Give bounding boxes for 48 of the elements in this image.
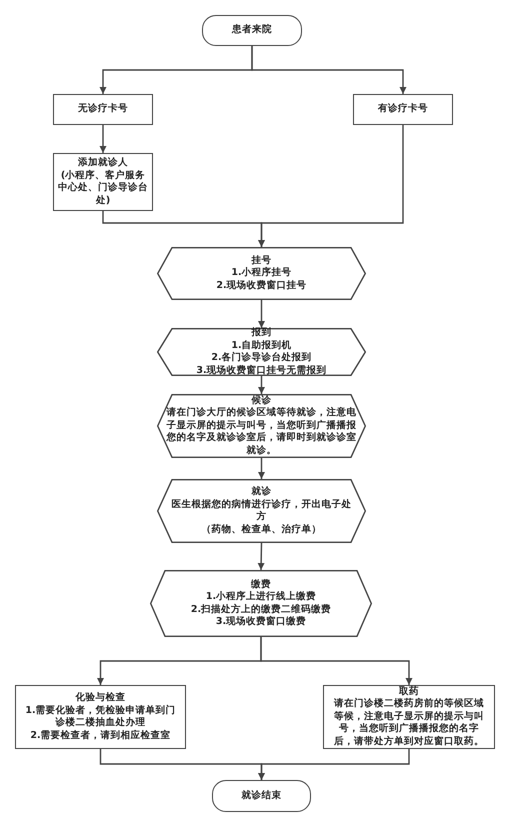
box-heading: 添加就诊人 — [78, 157, 128, 170]
hexagon-box — [157, 247, 366, 300]
box-text: 1.小程序挂号 — [231, 267, 292, 280]
hexagon-box — [157, 328, 366, 376]
arrow — [260, 637, 412, 685]
box-text: 有诊疗卡号 — [378, 103, 428, 116]
arrow — [258, 300, 265, 328]
box-heading: 就诊 — [252, 486, 272, 498]
arrow — [258, 749, 410, 780]
box-text: 患者来院 — [232, 24, 272, 37]
process-box — [353, 94, 453, 125]
arrow — [258, 376, 265, 394]
process-box — [53, 94, 153, 125]
process-box — [53, 153, 153, 211]
arrow — [100, 125, 106, 153]
box-text: 2.现场收费窗口挂号 — [216, 280, 307, 292]
terminal-box — [212, 780, 311, 812]
box-text: 2.需要检查者，请到相应检查室 — [30, 730, 171, 742]
box-text: 2.各门诊导诊台处报到 — [211, 352, 312, 364]
box-heading: 报到 — [252, 327, 272, 340]
box-text: 1.自助报到机 — [231, 340, 292, 352]
hexagon-box — [150, 570, 372, 637]
terminal-box — [202, 15, 302, 46]
box-text: 1.小程序上进行线上缴费 — [206, 591, 316, 604]
arrow — [258, 125, 404, 247]
box-text: (小程序、客户服务中心处、门诊导诊台处) — [58, 170, 148, 207]
box-text: 2.扫描处方上的缴费二维码缴费 — [190, 604, 332, 616]
process-box — [323, 685, 495, 749]
arrow — [251, 46, 406, 94]
hexagon-box — [157, 479, 366, 543]
box-text: 无诊疗卡号 — [78, 103, 128, 116]
box-heading: 缴费 — [251, 578, 271, 591]
arrow — [258, 542, 265, 570]
box-text: 3.现场收费窗口挂号无需报到 — [196, 364, 327, 377]
arrow — [258, 458, 265, 479]
hexagon-box — [157, 394, 366, 458]
box-text: 请在门诊楼二楼药房前的等候区域等候，注意电子显示屏的提示与叫号，当您听到广播播报您的名字后，请带处方单到对应窗口取药。 — [332, 698, 485, 748]
box-text: 请在门诊大厅的候诊区域等待就诊，注意电子显示屏的提示与叫号，当您听到广播播报您的名字及就诊诊室后，请即时到就诊诊室就诊。 — [165, 407, 358, 458]
box-heading: 挂号 — [252, 254, 272, 266]
box-text: 就诊结束 — [242, 790, 282, 802]
box-text: （药物、检查单、治疗单） — [202, 524, 322, 536]
box-heading: 取药 — [399, 686, 419, 698]
process-box — [15, 685, 186, 749]
box-heading: 化验与检查 — [76, 692, 126, 704]
box-text: 1.需要化验者，凭检验申请单到门诊楼二楼抽血处办理 — [24, 704, 177, 730]
box-heading: 候诊 — [252, 394, 272, 407]
box-text: 3.现场收费窗口缴费 — [216, 616, 306, 628]
box-text: 医生根据您的病情进行诊疗，开出电子处方 — [170, 498, 352, 524]
